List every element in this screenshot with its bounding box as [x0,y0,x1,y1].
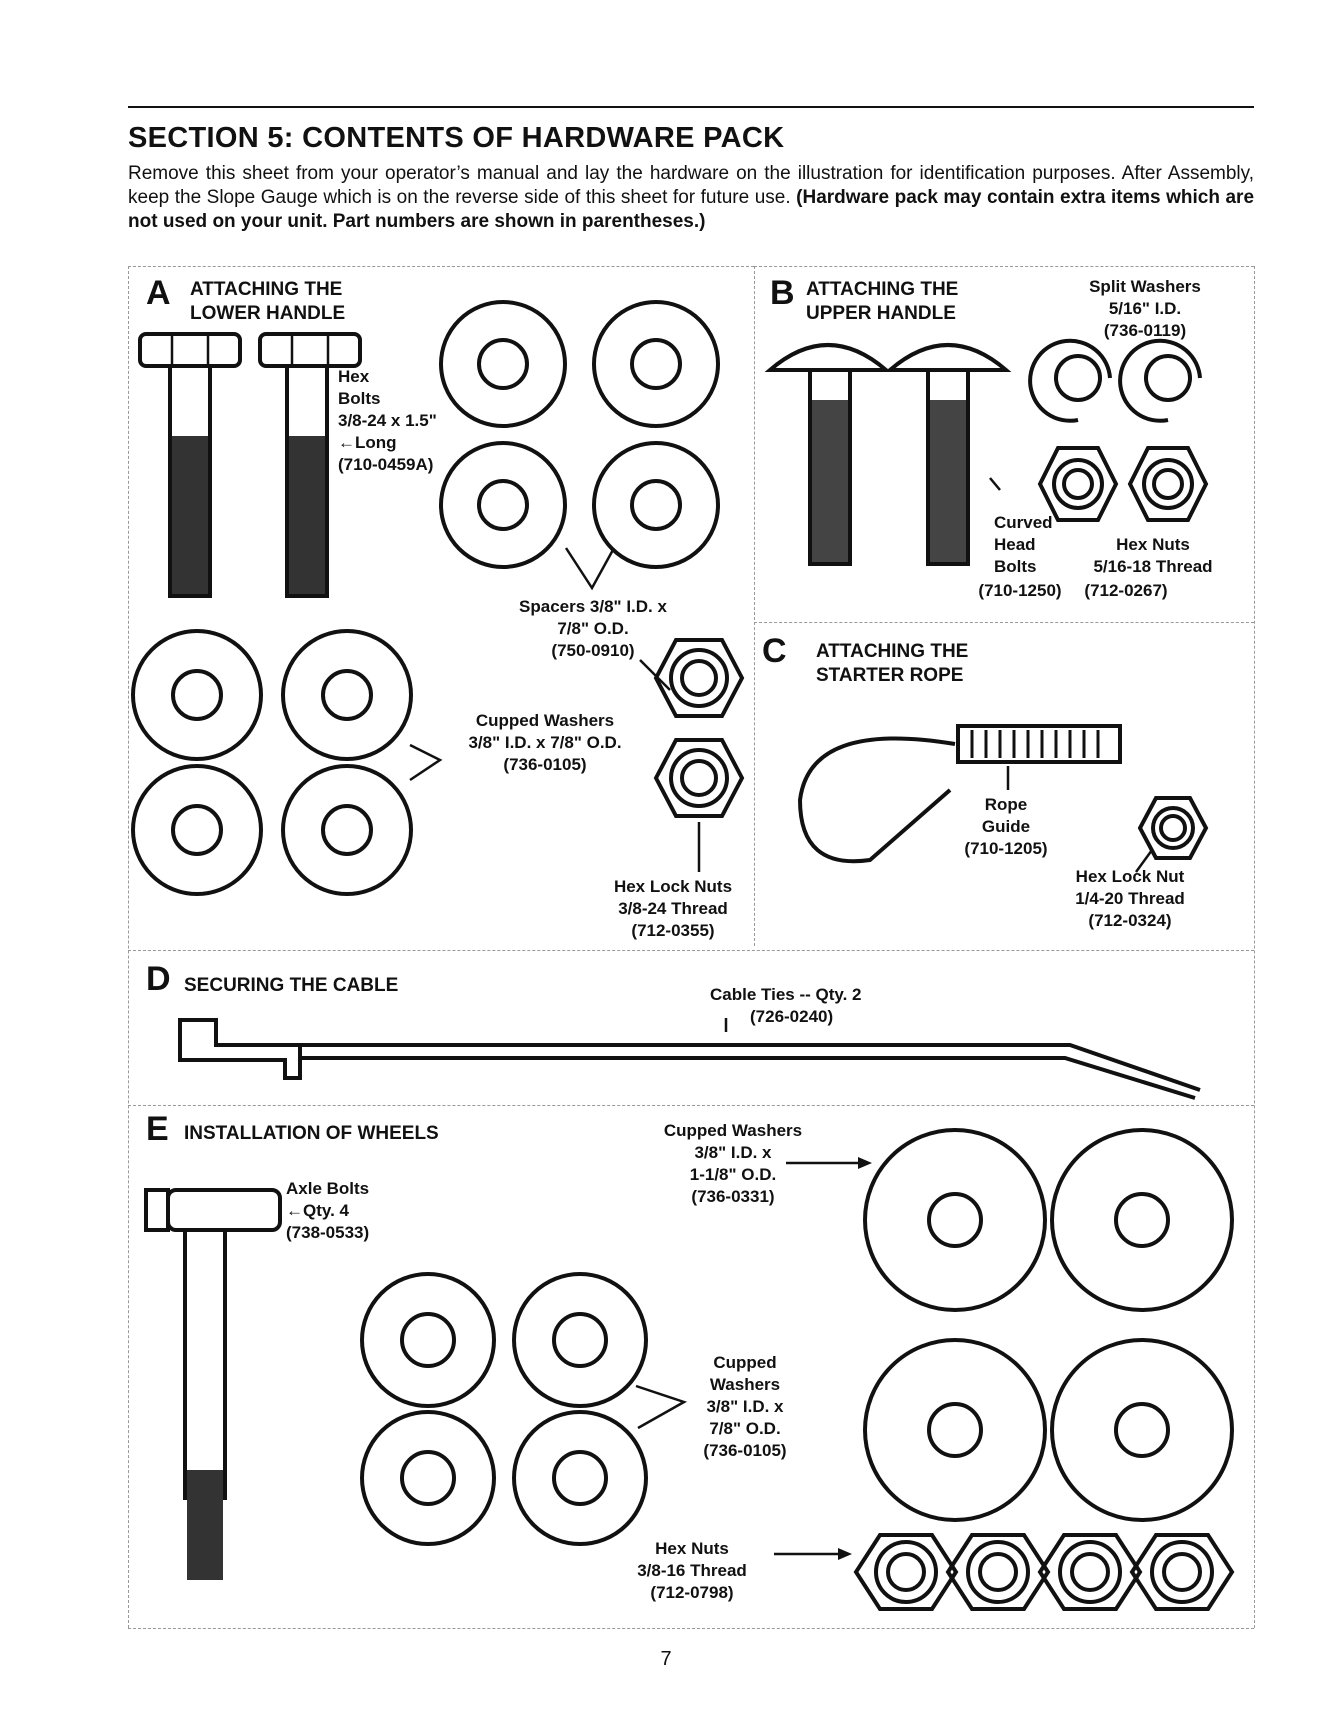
hex-bolts-label: Hex Bolts 3/8-24 x 1.5" ←Long (710-0459A… [338,367,437,474]
divider [1254,266,1255,1628]
top-rule [128,106,1254,108]
large-cupped-washer-icon [863,1338,1047,1522]
hex-bolt-icon [138,332,242,598]
hex-nuts-e-label: Hex Nuts 3/8-16 Thread (712-0798) [637,1539,747,1602]
large-cupped-washers-label: Cupped Washers 3/8" I.D. x 1-1/8" O.D. (… [663,1121,803,1206]
section-c-letter: C [762,632,787,670]
hex-lock-nut-label: Hex Lock Nut 1/4-20 Thread (712-0324) [1075,867,1185,930]
page-number: 7 [660,1648,672,1670]
hex-nut-icon [1037,1533,1143,1611]
divider [128,266,754,267]
spacer-icon [439,441,567,569]
cupped-washers-label: Cupped Washers 3/8" I.D. x 7/8" O.D. (73… [468,711,622,774]
hex-nuts-label: Hex Nuts 5/16-18 Thread [1093,535,1213,576]
hex-nut-icon [1127,446,1209,522]
hex-nut-icon [1129,1533,1235,1611]
divider [754,622,1254,623]
section-c-title: ATTACHING THE STARTER ROPE [816,641,969,686]
split-washers-label: Split Washers 5/16" I.D. (736-0119) [1089,277,1201,340]
section-a-letter: A [146,274,171,312]
page-title: SECTION 5: CONTENTS OF HARDWARE PACK [128,122,785,154]
split-washer-icon [1118,338,1202,423]
large-cupped-washer-icon [1050,1128,1234,1312]
divider [128,266,129,1628]
spacer-icon [592,441,720,569]
cupped-washer-icon [512,1410,648,1546]
spacer-icon [439,300,567,428]
cupped-washer-icon [131,764,263,896]
spacers-label: Spacers 3/8" I.D. x 7/8" O.D. (750-0910) [519,597,667,660]
hex-lock-nut-icon [653,738,745,818]
cable-tie-icon [178,1018,1201,1100]
section-e-letter: E [146,1110,169,1148]
curved-head-bolt-icon [884,343,1012,566]
cupped-washer-icon [360,1410,496,1546]
large-cupped-washer-icon [1050,1338,1234,1522]
cable-ties-part: (726-0240) [750,1007,834,1026]
large-cupped-washer-icon [863,1128,1047,1312]
curved-head-bolts-part: (710-1250) [978,581,1062,600]
section-d-title: SECURING THE CABLE [184,975,399,996]
cupped-washer-icon [281,629,413,761]
spacer-icon [592,300,720,428]
section-d-letter: D [146,960,171,998]
hex-bolt-icon [258,332,362,598]
intro-text: Remove this sheet from your operator’s m… [128,162,1254,234]
hex-nut-icon [1037,446,1119,522]
section-a-title: ATTACHING THE LOWER HANDLE [190,279,346,324]
divider [128,1105,1254,1106]
section-b-title: ATTACHING THE UPPER HANDLE [806,279,959,324]
cupped-washer-icon [131,629,263,761]
divider [128,1628,1254,1629]
divider [754,266,755,946]
divider [128,950,1254,951]
cupped-washer-icon [281,764,413,896]
curved-head-bolts-label: Curved Head Bolts [994,513,1053,576]
small-cupped-washers-label: Cupped Washers 3/8" I.D. x 7/8" O.D. (73… [703,1353,787,1460]
hex-nut-icon [853,1533,959,1611]
hex-lock-nut-icon [1137,796,1209,860]
rope-guide-icon [797,724,1122,864]
curved-head-bolt-icon [764,343,892,566]
axle-bolt-icon [144,1188,282,1580]
split-washer-icon [1028,338,1112,423]
intro-instructions: Remove this sheet from your operator’s m… [128,163,1254,208]
hex-lock-nuts-label: Hex Lock Nuts 3/8-24 Thread (712-0355) [613,877,733,940]
section-b-letter: B [770,274,795,312]
cupped-washer-icon [512,1272,648,1408]
cupped-washer-icon [360,1272,496,1408]
intro-note: (Hardware pack may contain extra items w… [128,187,1255,232]
divider [754,266,1254,267]
section-e-title: INSTALLATION OF WHEELS [184,1123,439,1144]
rope-guide-label: Rope Guide (710-1205) [964,795,1048,858]
hex-nuts-part: (712-0267) [1084,581,1168,600]
cable-ties-label: Cable Ties -- Qty. 2 [710,985,862,1004]
hex-lock-nut-icon [653,638,745,718]
hex-nut-icon [945,1533,1051,1611]
axle-bolts-label: Axle Bolts ←Qty. 4 (738-0533) [286,1179,370,1242]
